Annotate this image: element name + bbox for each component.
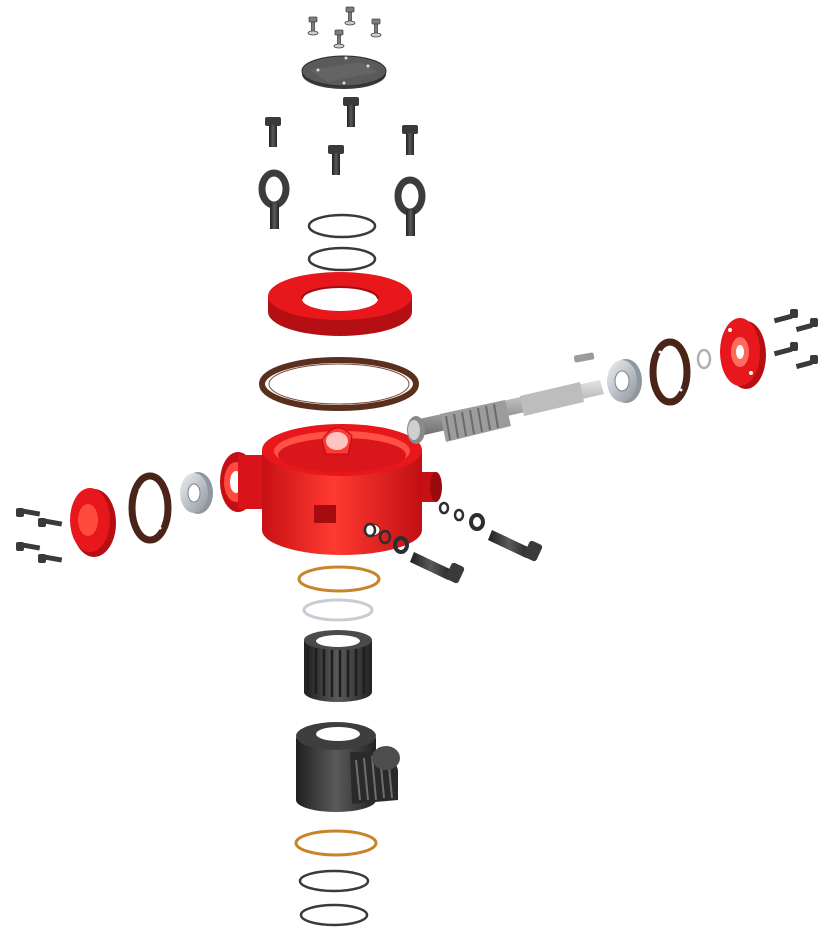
bearing-icon [607, 359, 642, 403]
eye-bolt-icon [394, 176, 426, 236]
screw-icon [16, 508, 41, 517]
key-icon [573, 352, 595, 363]
end-cap-icon [720, 318, 766, 389]
gasket-icon [128, 472, 172, 544]
screw-icon [16, 542, 41, 551]
shaft-icon [407, 380, 604, 444]
cover-screw-icon [307, 16, 319, 36]
screw-icon [773, 309, 798, 324]
side-bolts [410, 530, 543, 584]
cover-screw-icon [370, 18, 382, 38]
hex-bolt-icon [410, 552, 465, 584]
washer-icon [363, 522, 377, 538]
eye-bolt-icon [258, 169, 290, 229]
side-washers-nuts [363, 501, 485, 554]
cover-screw-icon [333, 29, 345, 49]
gasket-icon [259, 357, 419, 411]
screw-icon [795, 355, 818, 369]
nut-icon [469, 513, 485, 531]
hex-bolt-icon [488, 530, 543, 562]
screw-icon [795, 318, 818, 332]
nut-icon [393, 536, 409, 554]
worm-gear-icon [296, 722, 400, 812]
washer-icon [696, 348, 712, 370]
top-bolts [265, 97, 418, 175]
left-screws [16, 508, 63, 563]
o-ring-icon [307, 246, 377, 272]
o-ring-icon [299, 903, 369, 927]
cover-screws [307, 6, 382, 49]
end-cap-icon [70, 488, 116, 557]
snap-ring-icon [302, 598, 374, 622]
o-ring-icon [297, 565, 381, 593]
hex-bolt-icon [328, 145, 344, 175]
hex-bolt-icon [402, 125, 418, 155]
spline-bushing-icon [304, 630, 372, 702]
o-ring-icon [307, 213, 377, 239]
housing-icon [220, 424, 442, 555]
o-ring-icon [294, 829, 378, 857]
hex-bolt-icon [343, 97, 359, 127]
washer-icon [378, 529, 392, 545]
washer-icon [438, 501, 450, 515]
screw-icon [773, 342, 798, 357]
gasket-icon [649, 338, 691, 406]
o-ring-icon [298, 869, 370, 893]
bearing-icon [180, 472, 213, 514]
right-screws [773, 309, 818, 369]
top-o-rings [307, 213, 377, 272]
washer-icon [453, 508, 465, 522]
screw-icon [38, 518, 63, 527]
cover-screw-icon [344, 6, 356, 26]
eye-bolts [258, 169, 426, 236]
screw-icon [38, 554, 63, 563]
hex-bolt-icon [265, 117, 281, 147]
cover-plate-icon [301, 55, 387, 89]
flange-ring-icon [268, 272, 412, 336]
